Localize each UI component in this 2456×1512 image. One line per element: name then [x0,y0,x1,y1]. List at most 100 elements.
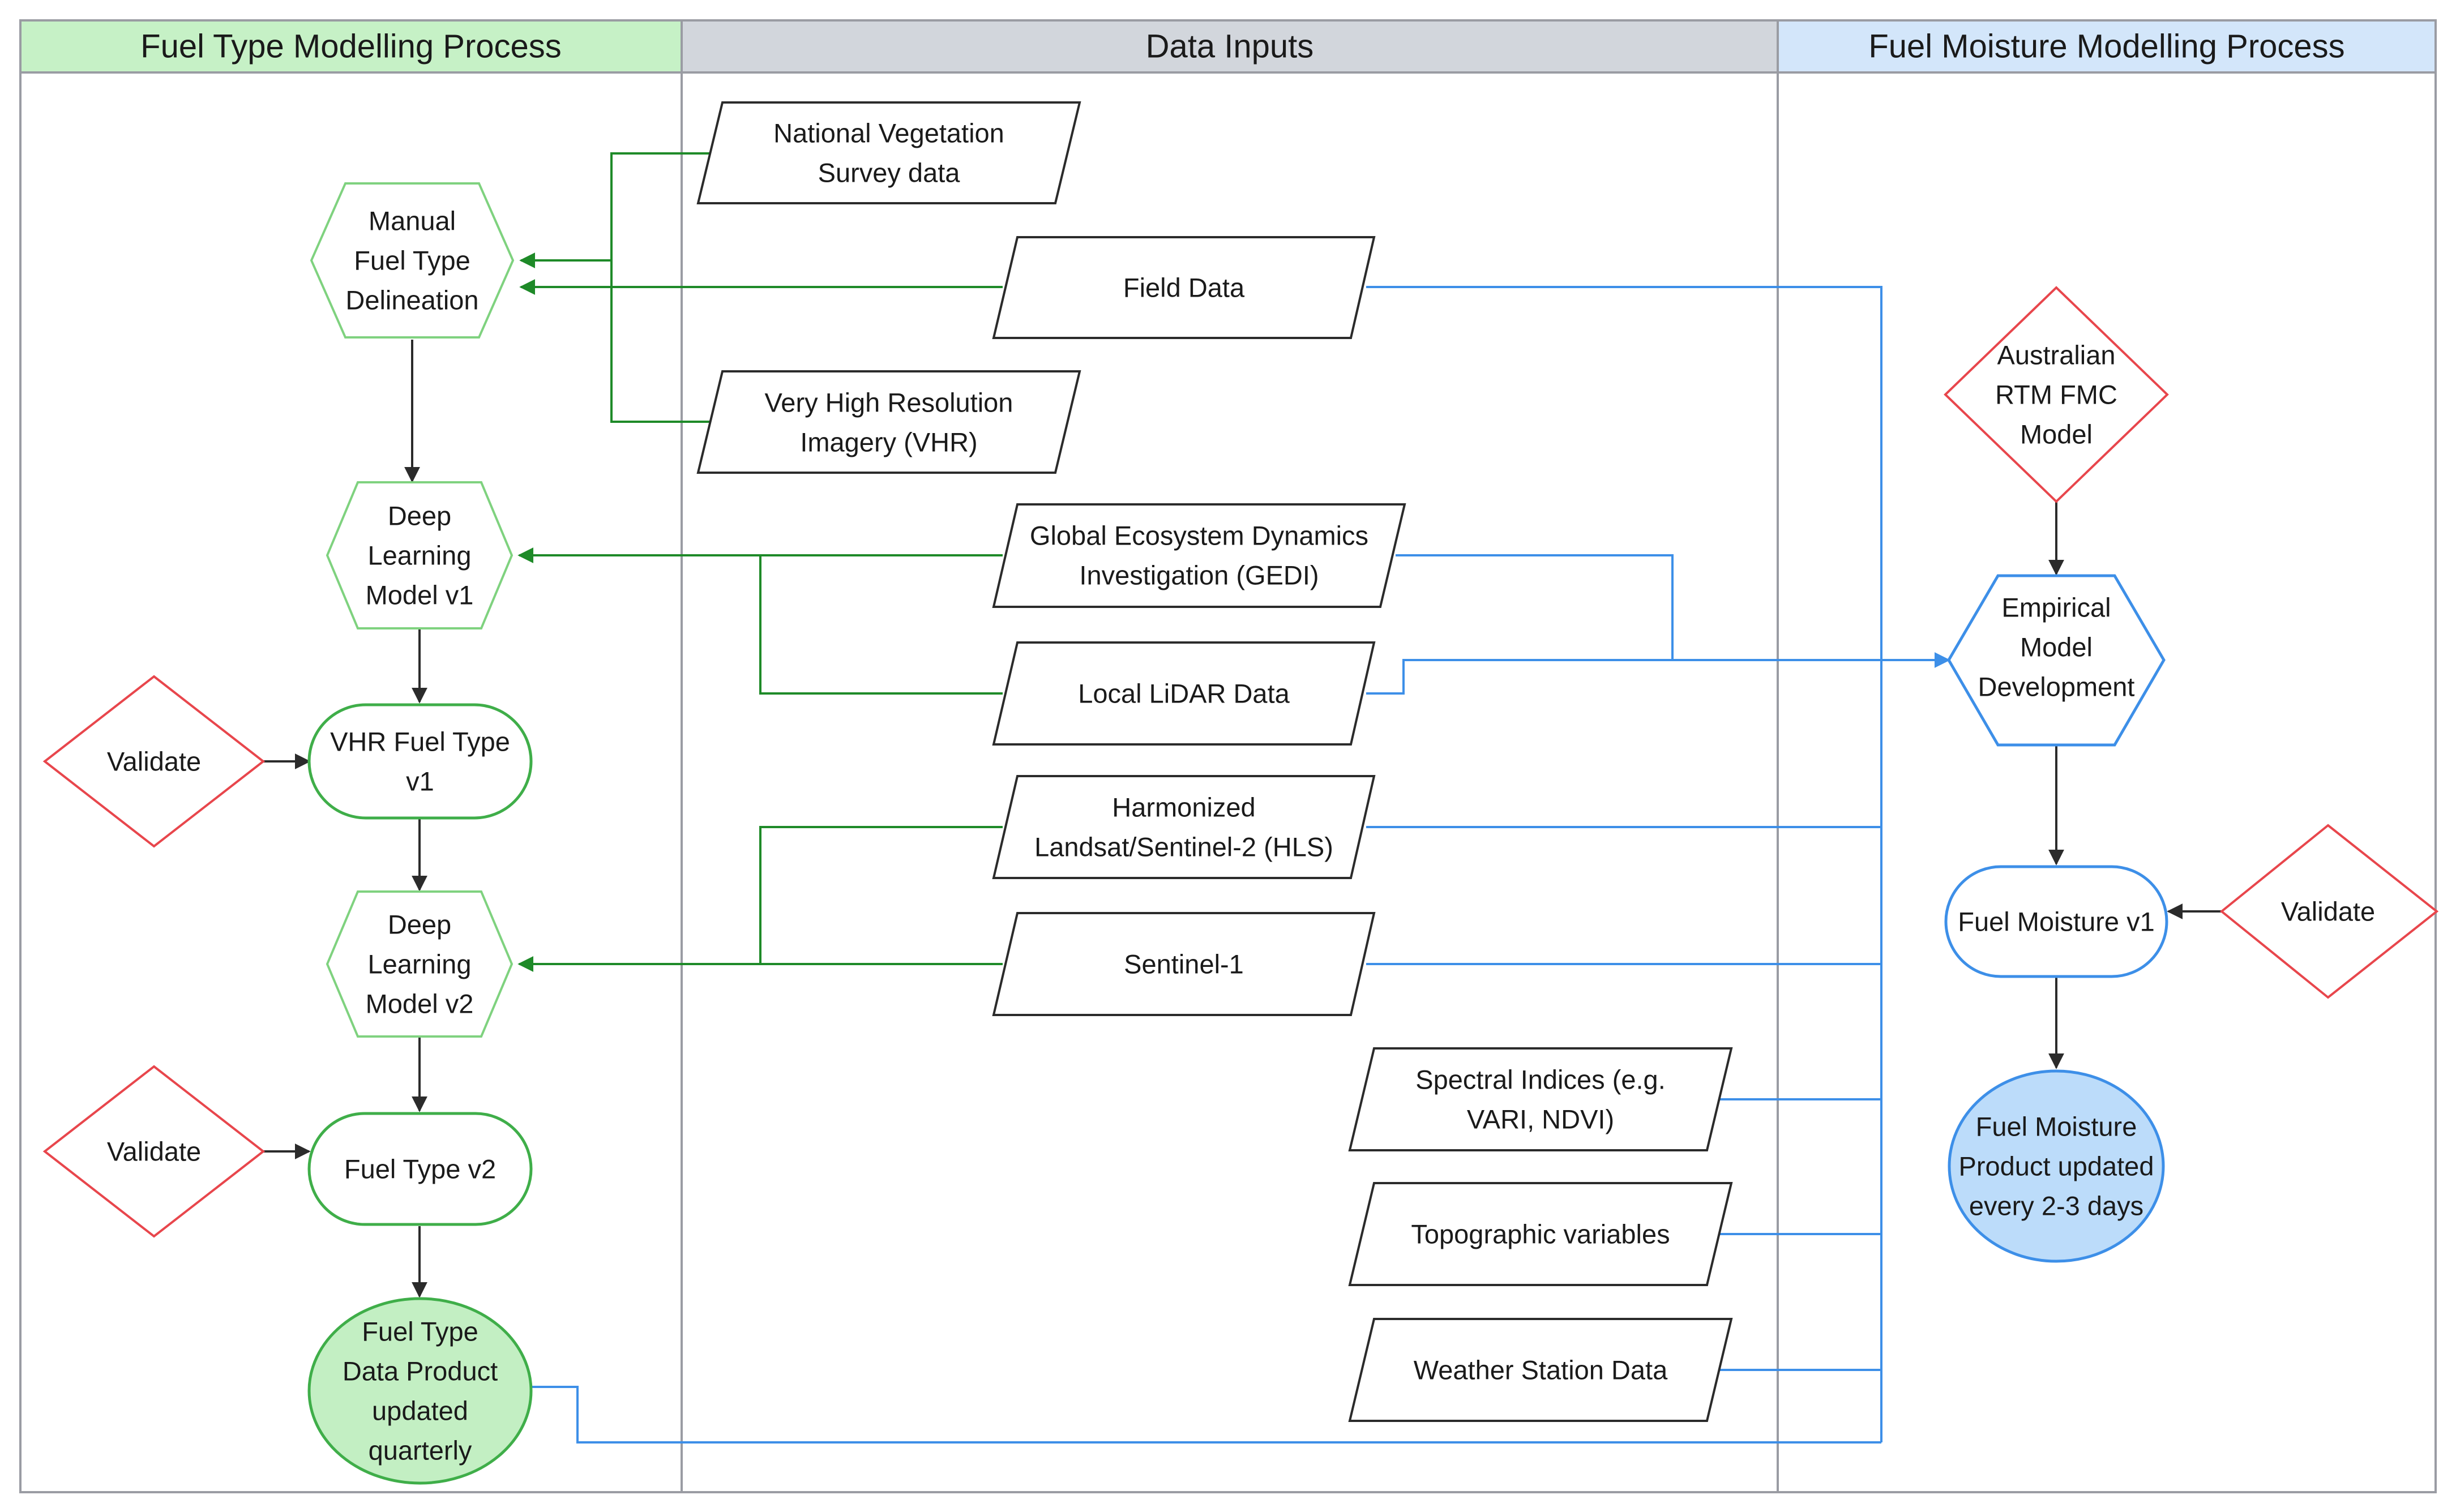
field-data-label: Field Data [1123,273,1245,303]
validate-2-shape [42,1065,266,1238]
fuel-type-v2-label: Fuel Type v2 [344,1154,496,1184]
label-line: Fuel Type [354,246,470,276]
label-line: Topographic variables [1411,1219,1670,1249]
diagram-border [19,19,2437,1493]
national-vegetation-shape [696,101,1081,204]
lane-header-fuel-moisture-bg [1778,20,2436,72]
label-line: Australian [1997,340,2116,370]
validate-1-shape [42,675,266,848]
label-line: Model [2020,632,2093,662]
connector-gedi-to-empirical [1396,554,1950,668]
connector-vhr-imagery-to-manual [610,260,709,423]
fuel-moisture-product-shape [1948,1069,2165,1263]
label-line: Model v1 [366,580,474,610]
label-line: v1 [406,766,434,796]
lane-title-fuel-type: Fuel Type Modelling Process [140,28,562,65]
label-line: updated [372,1396,468,1426]
hls-shape [992,775,1376,879]
label-line: Deep [388,501,451,531]
label-line: Fuel Moisture v1 [1958,907,2154,937]
label-line: Survey data [818,158,961,188]
label-line: Fuel Type [362,1317,478,1347]
label-line: Deep [388,910,451,940]
label-line: Learning [368,541,472,571]
label-line: Data Product [343,1356,498,1386]
lane-title-data-inputs: Data Inputs [1146,28,1314,65]
vhr-imagery-shape [696,370,1081,474]
label-line: Landsat/Sentinel-2 (HLS) [1034,832,1333,862]
connector-fuel-type-product-to-bus [531,1386,1881,1444]
fuel-type-v2-node: Fuel Type v2 [307,1112,533,1226]
label-line: VHR Fuel Type [330,727,510,757]
label-line: Learning [368,949,472,979]
empirical-model-shape [1947,574,2166,747]
label-line: Imagery (VHR) [800,427,977,457]
validate-right-shape [2219,824,2439,999]
weather-station-label: Weather Station Data [1414,1355,1668,1385]
vhr-fuel-type-v1-label: VHR Fuel Type v1 [330,727,510,796]
label-line: Model v2 [366,989,474,1019]
connector-national-vegetation-to-manual [519,152,709,268]
sentinel1-input: Sentinel-1 [992,912,1376,1016]
sentinel1-shape [992,912,1376,1016]
label-line: Fuel Moisture [1976,1112,2137,1142]
connector-lidar-to-empirical [1366,659,1672,695]
weather-station-shape [1348,1318,1733,1422]
label-line: Validate [107,747,201,777]
lane-title-fuel-moisture: Fuel Moisture Modelling Process [1868,28,2344,65]
validate-right-label: Validate [2281,897,2375,927]
label-line: Field Data [1123,273,1245,303]
label-line: Manual [369,206,456,236]
label-line: every 2-3 days [1969,1191,2143,1221]
label-line: Validate [107,1137,201,1167]
validate-node-right: Validate [2219,824,2439,999]
spectral-indices-input: Spectral Indices (e.g.VARI, NDVI) [1348,1047,1733,1151]
label-line: VARI, NDVI) [1467,1104,1614,1134]
label-line: Very High Resolution [765,388,1013,418]
connectors [263,152,2222,1444]
manual-fuel-type-shape [310,182,515,339]
label-line: Model [2020,419,2093,449]
fuel-moisture-v1-node: Fuel Moisture v1 [1944,865,2168,978]
vhr-fuel-type-v1-shape [307,703,533,820]
weather-station-input: Weather Station Data [1348,1318,1733,1422]
label-line: National Vegetation [773,118,1004,148]
label-line: Delineation [345,285,478,315]
label-line: Investigation (GEDI) [1079,560,1319,590]
lane-header-fuel-type-bg [20,20,682,72]
rtm-fmc-shape [1944,286,2169,503]
label-line: Product updated [1959,1151,2154,1181]
fuel-moisture-v1-label: Fuel Moisture v1 [1958,907,2154,937]
topographic-shape [1348,1182,1733,1286]
label-line: Fuel Type v2 [344,1154,496,1184]
local-lidar-label: Local LiDAR Data [1078,679,1290,709]
lane-header-data-inputs-bg [682,20,1778,72]
spectral-indices-label: Spectral Indices (e.g.VARI, NDVI) [1415,1065,1666,1134]
validate-2-label: Validate [107,1137,201,1167]
sentinel1-label: Sentinel-1 [1124,949,1244,979]
topographic-input: Topographic variables [1348,1182,1733,1286]
validate-1-label: Validate [107,747,201,777]
label-line: Validate [2281,897,2375,927]
connector-field-data-to-bus [1366,286,1882,1442]
deep-learning-v2-shape [326,890,514,1038]
